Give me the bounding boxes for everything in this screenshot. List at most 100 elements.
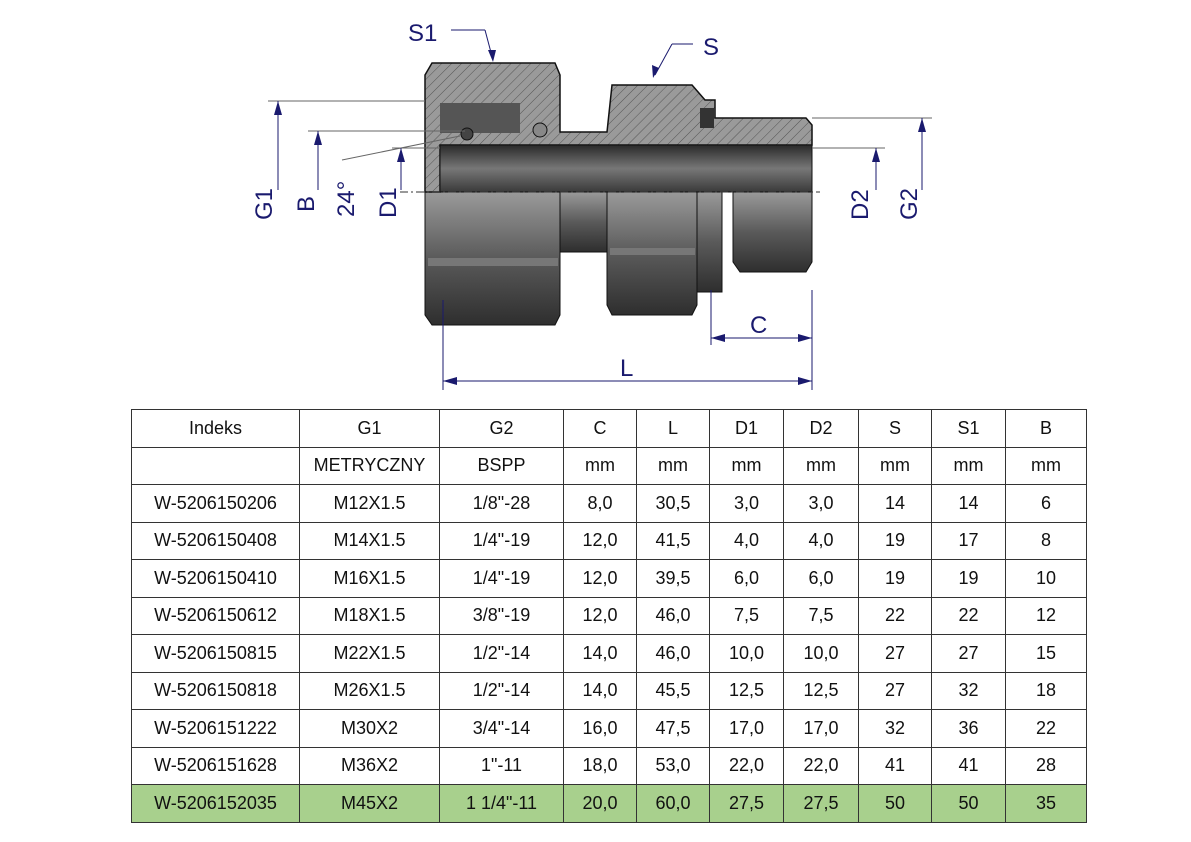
- cell-index: Indeks: [131, 409, 300, 448]
- cell-l: mm: [636, 446, 710, 485]
- cell-g1: M45X2: [299, 784, 440, 823]
- cell-index: W-5206150815: [131, 634, 300, 673]
- fitting-drawing: S1 S G1 B 24° D1 D2 G2 C L: [251, 20, 932, 390]
- label-d1: D1: [375, 187, 402, 218]
- cell-s1: S1: [931, 409, 1006, 448]
- cell-c: 14,0: [563, 671, 637, 710]
- cell-s: 22: [858, 596, 932, 635]
- cell-g2: 1/4"-19: [439, 559, 564, 598]
- label-b: B: [293, 196, 320, 212]
- cell-index: W-5206150410: [131, 559, 300, 598]
- cell-c: C: [563, 409, 637, 448]
- cell-l: 30,5: [636, 484, 710, 523]
- cell-s1: 41: [931, 746, 1006, 785]
- cell-g1: METRYCZNY: [299, 446, 440, 485]
- cell-g1: M14X1.5: [299, 521, 440, 560]
- cell-d1: 7,5: [709, 596, 784, 635]
- cell-l: 60,0: [636, 784, 710, 823]
- cell-d1: 6,0: [709, 559, 784, 598]
- cell-index: W-5206150408: [131, 521, 300, 560]
- cell-b: 12: [1005, 596, 1087, 635]
- cell-d2: 22,0: [783, 746, 859, 785]
- cell-d2: 7,5: [783, 596, 859, 635]
- cell-b: 22: [1005, 709, 1087, 748]
- cell-d1: 27,5: [709, 784, 784, 823]
- cell-g2: 3/4"-14: [439, 709, 564, 748]
- cell-d2: 4,0: [783, 521, 859, 560]
- cell-l: 46,0: [636, 634, 710, 673]
- cell-b: 28: [1005, 746, 1087, 785]
- cell-b: 15: [1005, 634, 1087, 673]
- cell-g1: M36X2: [299, 746, 440, 785]
- cell-index: W-5206150612: [131, 596, 300, 635]
- label-s: S: [703, 34, 719, 61]
- cell-d2: mm: [783, 446, 859, 485]
- cell-c: 14,0: [563, 634, 637, 673]
- cell-d1: D1: [709, 409, 784, 448]
- cell-s1: 17: [931, 521, 1006, 560]
- cell-l: 46,0: [636, 596, 710, 635]
- cell-s: 27: [858, 671, 932, 710]
- cell-d1: 4,0: [709, 521, 784, 560]
- cell-b: 18: [1005, 671, 1087, 710]
- cell-g2: G2: [439, 409, 564, 448]
- label-d2: D2: [847, 189, 874, 220]
- cell-s1: 36: [931, 709, 1006, 748]
- cell-c: 16,0: [563, 709, 637, 748]
- cell-c: 18,0: [563, 746, 637, 785]
- cell-s: 27: [858, 634, 932, 673]
- cell-b: 35: [1005, 784, 1087, 823]
- cell-d2: 27,5: [783, 784, 859, 823]
- cell-d1: mm: [709, 446, 784, 485]
- cell-g2: BSPP: [439, 446, 564, 485]
- cell-g1: M12X1.5: [299, 484, 440, 523]
- cell-index: W-5206151628: [131, 746, 300, 785]
- cell-s: 50: [858, 784, 932, 823]
- fitting-section: [400, 62, 820, 193]
- cell-g1: M26X1.5: [299, 671, 440, 710]
- cell-b: B: [1005, 409, 1087, 448]
- cell-g1: M18X1.5: [299, 596, 440, 635]
- dimension-arrows: [274, 50, 926, 385]
- cell-index: W-5206150206: [131, 484, 300, 523]
- cell-g2: 1"-11: [439, 746, 564, 785]
- cell-s: 41: [858, 746, 932, 785]
- cell-g2: 3/8"-19: [439, 596, 564, 635]
- label-c: C: [750, 312, 767, 339]
- cell-l: 45,5: [636, 671, 710, 710]
- cell-g1: M30X2: [299, 709, 440, 748]
- cell-g2: 1/2"-14: [439, 634, 564, 673]
- cell-d2: D2: [783, 409, 859, 448]
- cell-g1: G1: [299, 409, 440, 448]
- cell-s1: 22: [931, 596, 1006, 635]
- cell-b: 8: [1005, 521, 1087, 560]
- label-s1: S1: [408, 20, 437, 47]
- cell-s: S: [858, 409, 932, 448]
- label-g2: G2: [896, 188, 923, 220]
- cell-s1: 19: [931, 559, 1006, 598]
- cell-s: 19: [858, 559, 932, 598]
- cell-g1: M22X1.5: [299, 634, 440, 673]
- cell-d2: 12,5: [783, 671, 859, 710]
- cell-s: mm: [858, 446, 932, 485]
- cell-d1: 17,0: [709, 709, 784, 748]
- cell-g2: 1/2"-14: [439, 671, 564, 710]
- cell-d1: 12,5: [709, 671, 784, 710]
- cell-s: 14: [858, 484, 932, 523]
- cell-s1: mm: [931, 446, 1006, 485]
- fitting-exterior: [424, 191, 813, 326]
- cell-c: 12,0: [563, 521, 637, 560]
- label-l: L: [620, 355, 633, 382]
- cell-d2: 10,0: [783, 634, 859, 673]
- cell-index: W-5206151222: [131, 709, 300, 748]
- cell-d1: 3,0: [709, 484, 784, 523]
